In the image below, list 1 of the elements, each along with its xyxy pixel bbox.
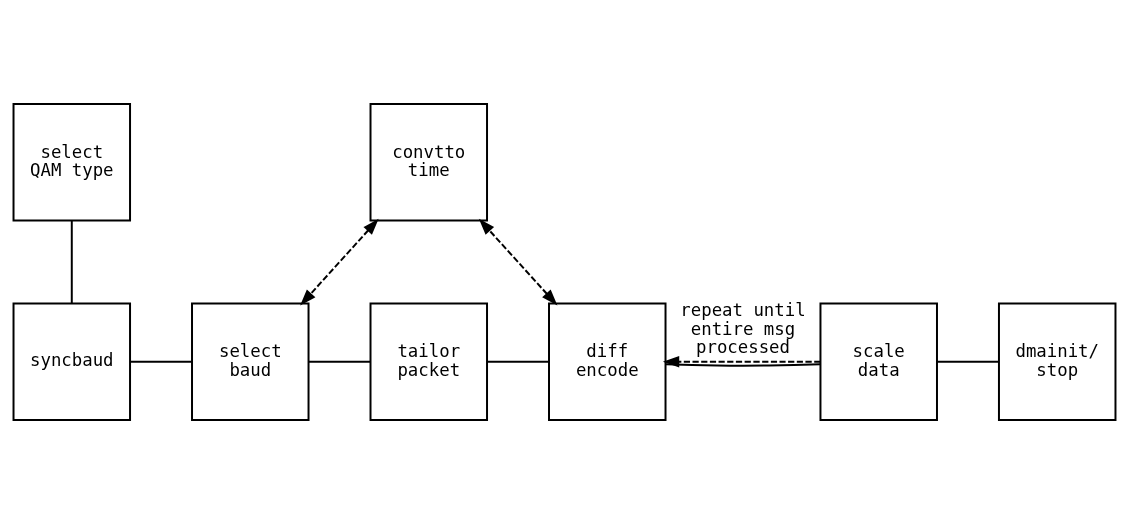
edge-label: repeat until entire msg processed [680,300,806,358]
